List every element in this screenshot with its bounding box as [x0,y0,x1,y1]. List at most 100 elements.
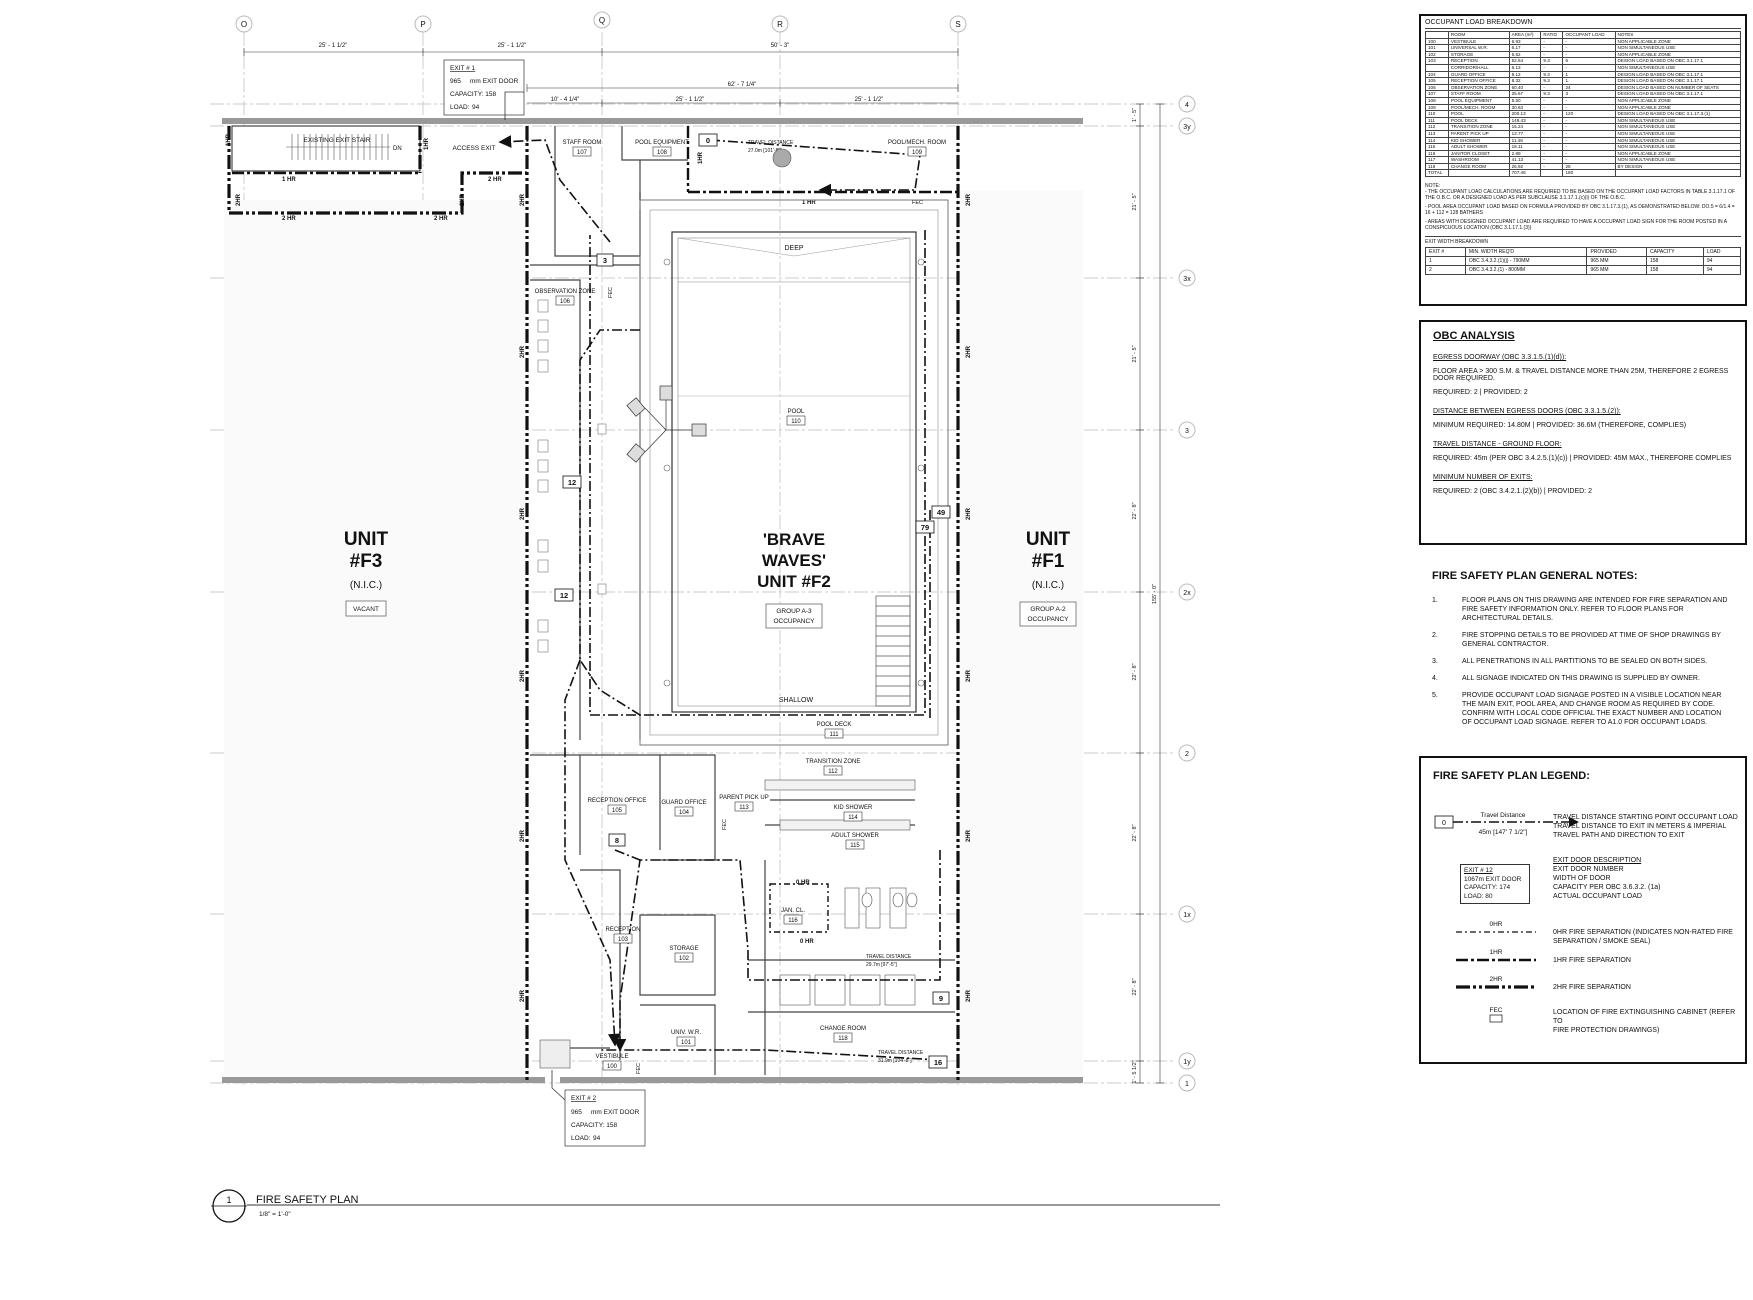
occupant-header-cell: NOTES [1614,31,1742,39]
exit-2-title: EXIT # 2 [571,1095,597,1102]
table-cell: 111 [1425,116,1449,125]
table-cell: - [1540,162,1564,171]
obc-egress-heading: EGRESS DOORWAY (OBC 3.3.1.5.(1)(d)): [1433,354,1567,361]
table-cell: 9.3 [1540,57,1564,65]
room-storage-num: 102 [679,956,690,962]
table-cell: 102 [1425,50,1449,59]
exit-2-tag: EXIT # 2 965 mm EXIT DOOR CAPACITY: 158 … [564,1089,646,1147]
table-cell: 106 [1425,83,1449,92]
table-cell: 200.13 [1508,110,1542,118]
table-cell: DESIGN LOAD BASED ON NUMBER OF SEATS [1614,83,1742,92]
table-cell: TOTAL [1425,169,1449,178]
table-cell: KID SHOWER [1447,136,1510,145]
table-cell: NON APPLICABLE ZONE [1614,50,1742,59]
observation-seating [537,299,607,653]
table-cell: 1 [1562,77,1616,85]
occupant-note-label: NOTE: [1425,183,1441,190]
exit-width-header-cell: LOAD [1702,247,1742,258]
legend-title: FIRE SAFETY PLAN LEGEND: [1433,770,1590,782]
unit-f1-tag1: GROUP A-2 [1030,606,1066,613]
room-guard-office-num: 104 [679,810,690,816]
table-cell: 109 [1425,103,1449,112]
hr2-e-2: 2HR [966,345,972,358]
legend-sep1-label: 1HR [1489,949,1502,956]
general-note-1: 1.FLOOR PLANS ON THIS DRAWING ARE INTEND… [1432,597,1728,622]
pool-area [639,199,949,746]
table-cell: 158 [1646,265,1704,276]
room-pool-name: POOL [788,409,805,415]
hr1-mech-left: 1HR [698,151,704,164]
room-pool-deck-name: POOL DECK [817,722,852,728]
table-cell: POOL DECK [1447,116,1510,125]
table-cell: OBSERVATION ZONE [1447,83,1510,92]
room-adult-shower-name: ADULT SHOWER [831,833,879,839]
obc-item-exits: MINIMUM NUMBER OF EXITS: REQUIRED: 2 (OB… [1433,474,1733,495]
table-cell: 115 [1425,143,1449,151]
occupant-note-1: - THE OCCUPANT LOAD CALCULATIONS ARE REQ… [1425,189,1736,202]
occupant-header-cell [1425,31,1449,39]
unit-f2-line1: 'BRAVE [763,530,825,549]
hr2-w-2: 2HR [520,345,526,358]
table-cell: 9.3 [1540,70,1564,79]
table-cell: - [1562,136,1616,145]
table-cell: - [1562,44,1616,52]
table-cell: 94 [1702,265,1742,276]
rating-labels: 1 HR 2 HR 2 HR 2 HR 1 HR 0 HR 0 HR 1HR 1… [226,133,972,1002]
drawing-title: FIRE SAFETY PLAN [256,1194,359,1206]
table-cell: - [1562,116,1616,125]
grid-column-bubbles: O P Q R S [235,11,967,33]
exit-width-header-cell: EXIT # [1425,247,1466,258]
table-cell: NON SIMULTANEOUS USE [1614,44,1742,52]
table-cell: - [1562,143,1616,151]
general-note-2: 2.FIRE STOPPING DETAILS TO BE PROVIDED A… [1432,632,1721,648]
room-staff-num: 107 [577,150,588,156]
table-cell: 1 [1562,70,1616,79]
legend-sep1-desc: 1HR FIRE SEPARATION [1553,957,1631,964]
hr0-jan-top: 0 HR [796,880,810,886]
general-note-3: 3.ALL PENETRATIONS IN ALL PARTITIONS TO … [1432,658,1708,665]
dim-third-1: 10' - 4 1/4" [551,97,580,103]
room-jan-name: JAN. CL. [781,908,805,914]
table-cell: PARENT PICK UP [1447,129,1510,138]
table-cell: STORAGE [1447,50,1510,59]
travel-marker-12b: 12 [560,591,568,600]
exit-1-width-val: 965 [450,78,461,85]
table-cell: 105 [1425,77,1449,85]
table-cell: - [1540,63,1564,72]
table-cell: - [1562,96,1616,105]
table-cell: 180 [1562,169,1616,178]
pool-shallow-label: SHALLOW [779,697,814,704]
fec-pool-mech: FEC [912,200,923,206]
table-cell: DESIGN LOAD BASED ON OBC 3.1.17.1 [1614,57,1742,65]
exit-2-width-txt: mm EXIT DOOR [591,1109,640,1116]
top-dimensions [243,48,959,107]
table-cell: 25.67 [1508,90,1542,98]
table-cell: POOL EQUIPMENT [1447,96,1510,105]
legend-fec-desc: LOCATION OF FIRE EXTINGUISHING CABINET (… [1553,1009,1736,1034]
exit-1-tag: EXIT # 1 965 mm EXIT DOOR CAPACITY: 158 … [443,59,525,116]
grid-row-3y: 3y [1183,124,1191,131]
dim-right-2: 21' - 5" [1132,193,1138,210]
table-cell: - [1540,116,1564,125]
hr2-e-5: 2HR [966,829,972,842]
hr2-e-6: 2HR [966,989,972,1002]
table-cell: RECEPTION [1447,57,1510,65]
room-vestibule-name: VESTIBULE [595,1054,628,1060]
table-cell: NON APPLICABLE ZONE [1614,103,1742,112]
hr2-stair-left: 2HR [236,193,242,206]
table-cell: 113 [1425,129,1449,138]
table-cell: STAFF ROOM [1447,90,1510,98]
table-cell: TRANSITION ZONE [1447,123,1510,131]
dim-right-8: 1' - 5 1/2" [1132,1060,1138,1083]
grid-row-1x: 1x [1183,912,1191,919]
